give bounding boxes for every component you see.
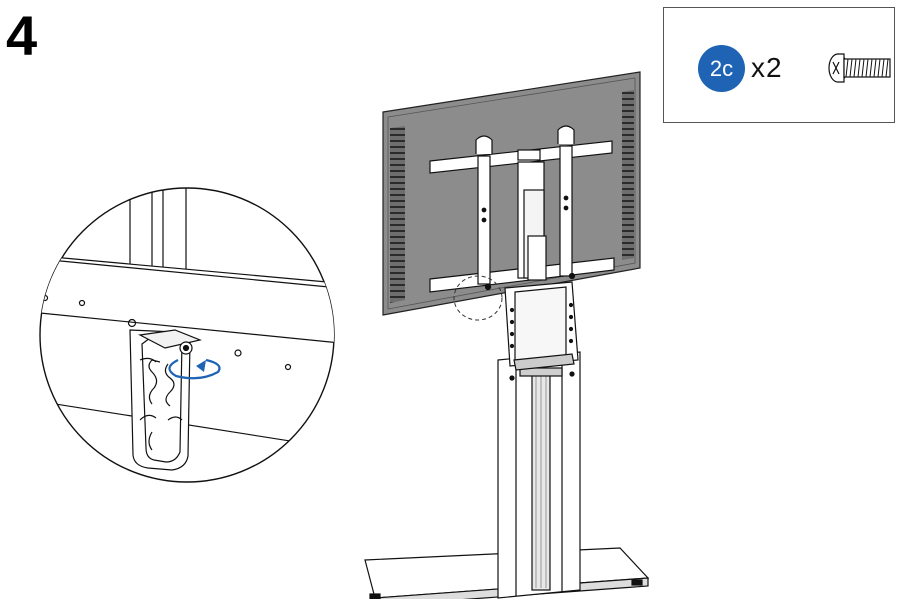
rotate-arrow-icon xyxy=(168,358,221,380)
screw-icon xyxy=(828,53,891,83)
right-vent xyxy=(622,90,634,260)
part-quantity: x2 xyxy=(751,52,783,83)
stand xyxy=(364,281,650,599)
detail-contents xyxy=(40,188,334,471)
left-vent xyxy=(390,126,405,303)
step-number: 4 xyxy=(6,4,38,67)
part-badge: 2c xyxy=(698,45,745,92)
detail-callout-circle xyxy=(453,275,503,321)
tv-screen xyxy=(382,71,641,316)
stand-upper-column xyxy=(517,161,547,281)
parts-callout: 2c x2 xyxy=(663,7,895,123)
